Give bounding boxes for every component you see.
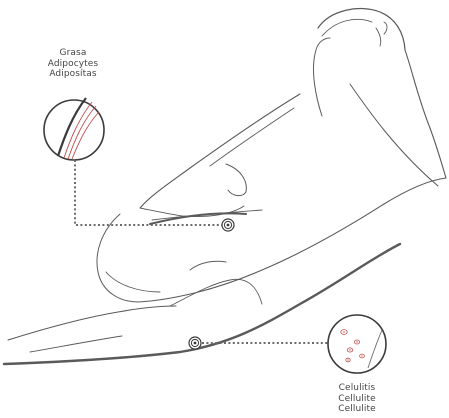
- leg-upper: [8, 306, 176, 340]
- fat-marker-icon: [222, 219, 234, 231]
- fat-label-line-es: Grasa: [34, 48, 112, 59]
- ear-mark: [384, 22, 387, 34]
- thigh-upper: [138, 178, 446, 302]
- shoulder-outline: [405, 50, 446, 178]
- buttock-curve: [106, 272, 160, 292]
- fat-label-line-en: Adipocytes: [34, 59, 112, 70]
- fat-detail-magnifier: [44, 98, 104, 160]
- cellulite-label-line-en: Cellulite: [325, 394, 389, 405]
- thigh-mid: [170, 279, 262, 306]
- breast-outline: [226, 164, 246, 196]
- leg-mid: [30, 336, 122, 352]
- arm-outline: [140, 94, 300, 208]
- cellulite-marker-icon: [189, 337, 201, 349]
- cellulite-label-line-es: Celulitis: [325, 383, 389, 394]
- arm-inner: [210, 108, 294, 166]
- neck-outline: [314, 50, 322, 116]
- hair-strand: [316, 38, 330, 50]
- hair-outline: [318, 9, 405, 50]
- hair-strand: [322, 19, 372, 36]
- hair-strand: [376, 28, 381, 46]
- cellulite-label-line-alt: Cellulite: [325, 404, 389, 415]
- fat-label: Grasa Adipocytes Adiposítas: [34, 48, 112, 80]
- back-contour: [350, 84, 438, 186]
- cellulite-detail-magnifier: [328, 315, 386, 373]
- hip-outline: [97, 214, 138, 302]
- knee-curve: [190, 261, 226, 270]
- cellulite-label: Celulitis Cellulite Cellulite: [325, 383, 389, 415]
- fat-label-line-alt: Adiposítas: [34, 69, 112, 80]
